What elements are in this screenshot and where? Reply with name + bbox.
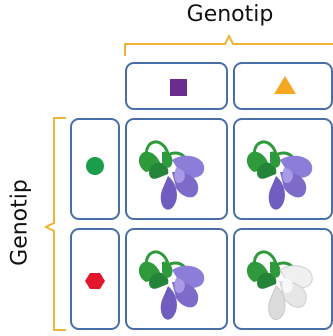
triangle-icon [274, 76, 296, 94]
flower-purple-icon [139, 252, 204, 320]
top-bracket [124, 33, 333, 56]
left-bracket [43, 117, 66, 331]
flower-purple-icon [139, 142, 204, 210]
flower-purple-icon [247, 142, 312, 210]
circle-icon [86, 157, 104, 175]
square-icon [170, 79, 187, 96]
top-axis-label: Genotip [186, 2, 274, 27]
hexagon-icon [85, 273, 105, 289]
flower-white-icon [247, 252, 312, 320]
